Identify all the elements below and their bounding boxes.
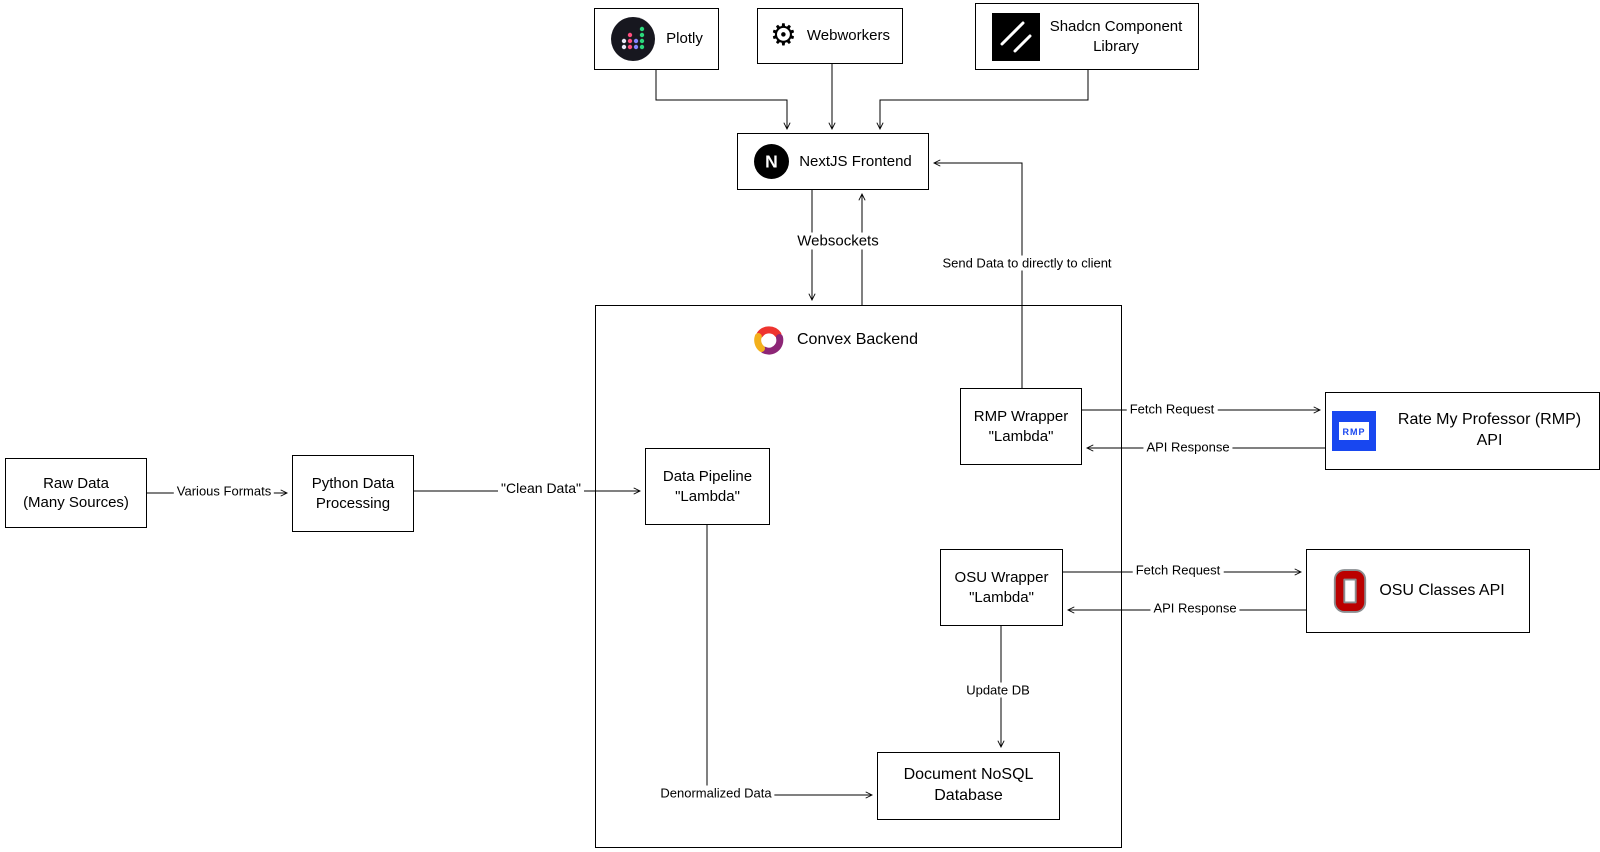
node-label: Webworkers [806,27,890,45]
node-label: OSU Classes API [1379,581,1505,599]
node-data-pipeline-lambda: Data Pipeline "Lambda" [645,448,770,525]
edge-label-osu-fetch-request: Fetch Request [1132,562,1224,578]
rmp-logo-icon: RMP [1332,411,1376,451]
edge-label-rmp-api-response: API Response [1143,439,1233,455]
node-rmp-api: RMP Rate My Professor (RMP) API [1325,392,1600,470]
edge-label-osu-api-response: API Response [1150,600,1240,616]
node-label: Document NoSQL Database [903,766,1034,804]
node-osu-wrapper-lambda: OSU Wrapper "Lambda" [940,549,1063,626]
edge-label-rmp-fetch-request: Fetch Request [1126,401,1218,417]
node-python-data-processing: Python Data Processing [292,455,414,532]
edge-label-update-db: Update DB [963,682,1033,698]
node-rmp-wrapper-lambda: RMP Wrapper "Lambda" [960,388,1082,465]
edge-pipeline-to-database [706,525,874,799]
node-label: Shadcn Component Library [1049,18,1183,55]
node-nextjs-frontend: N NextJS Frontend [737,133,929,190]
node-label: Plotly [666,30,703,48]
node-label: RMP Wrapper "Lambda" [973,408,1069,445]
edge-shadcn-to-nextjs [876,70,1089,131]
nextjs-icon: N [754,144,790,179]
edge-label-denormalized-data: Denormalized Data [657,785,775,801]
convex-backend-label: Convex Backend [797,331,918,348]
edge-plotly-to-nextjs [655,70,791,131]
node-label: Raw Data (Many Sources) [23,474,129,512]
convex-backend-header: Convex Backend [751,322,918,358]
node-label: Data Pipeline "Lambda" [662,468,753,505]
convex-logo-icon [751,322,787,358]
osu-block-o-icon [1331,568,1369,614]
plotly-icon [610,16,656,62]
node-label: Rate My Professor (RMP) API [1397,411,1582,449]
node-osu-classes-api: OSU Classes API [1306,549,1530,633]
node-label: Python Data Processing [311,475,395,512]
shadcn-icon [991,12,1040,61]
svg-text:N: N [765,152,778,172]
node-shadcn: Shadcn Component Library [975,3,1199,70]
gear-icon: ⚙ [770,19,797,52]
node-plotly: Plotly [594,8,719,70]
svg-text:RMP: RMP [1343,427,1366,437]
edge-label-send-data: Send Data to directly to client [939,255,1115,271]
edge-label-websockets: Websockets [794,232,882,250]
edge-label-clean-data: "Clean Data" [498,480,584,496]
edge-label-various-formats: Various Formats [173,483,275,499]
node-document-nosql-database: Document NoSQL Database [877,752,1060,820]
node-webworkers: ⚙ Webworkers [757,8,903,64]
edge-send-data-to-client [932,159,1023,388]
node-raw-data: Raw Data (Many Sources) [5,458,147,528]
node-label: NextJS Frontend [799,152,912,170]
node-label: OSU Wrapper "Lambda" [954,569,1049,606]
